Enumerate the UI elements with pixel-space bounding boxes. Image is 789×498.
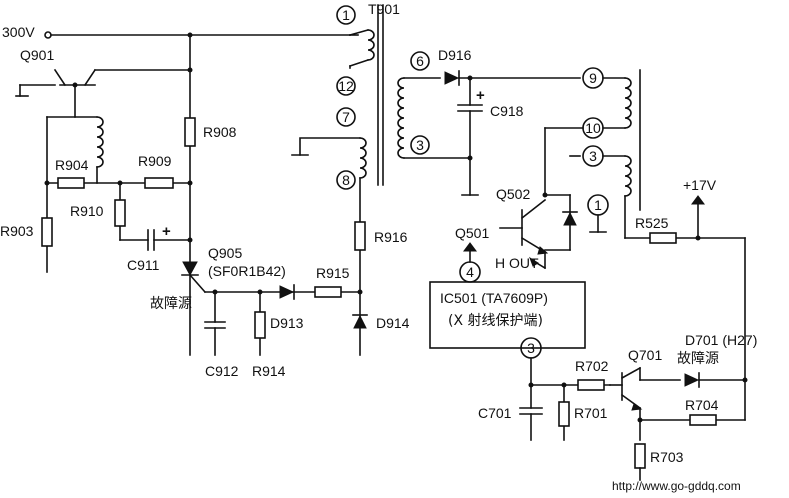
ic501-block [429,281,586,349]
diode-d916 [444,71,460,85]
q901-base-coil [96,116,104,168]
svg-text:Q501: Q501 [455,225,489,241]
resistor-r910 [114,199,126,227]
svg-text:6: 6 [416,53,424,69]
resistor-r704 [689,414,717,426]
svg-text:D914: D914 [376,315,410,331]
svg-text:3: 3 [589,148,597,164]
resistor-r914 [254,311,266,339]
resistor-r525 [649,232,677,244]
label-q901: Q901 [20,47,54,63]
resistor-r909 [144,177,174,189]
t901-right-coil-bottom [624,155,632,197]
svg-text:R904: R904 [55,157,89,173]
svg-text:1: 1 [342,7,350,23]
svg-text:10: 10 [585,120,601,136]
svg-text:D913: D913 [270,315,304,331]
svg-text:C911: C911 [127,257,160,273]
svg-text:C918: C918 [490,103,524,119]
terminal-300v [44,31,52,39]
resistor-r915 [314,286,342,298]
ic501-name: IC501 (TA7609P) [440,290,548,306]
svg-text:C912: C912 [205,363,239,379]
svg-text:+: + [162,223,171,240]
svg-text:R916: R916 [374,229,408,245]
svg-text:4: 4 [466,264,474,280]
diode-d914 [353,314,367,329]
label-t901: T901 [368,1,400,17]
svg-text:R915: R915 [316,265,350,281]
svg-text:+: + [476,87,485,104]
svg-text:Q701: Q701 [628,347,662,363]
svg-text:7: 7 [342,109,350,125]
t901-primary-coil [367,29,375,61]
svg-text:H OUT: H OUT [495,255,539,271]
svg-text:8: 8 [342,172,350,188]
svg-text:R908: R908 [203,124,237,140]
resistor-r903 [41,217,53,247]
t901-pin-12 [336,76,356,96]
t901-pin-7 [336,107,356,127]
diode-d913 [279,285,295,299]
label-300v: 300V [2,24,35,40]
t901-pin-8 [336,170,356,190]
svg-text:R701: R701 [574,405,608,421]
resistor-r703 [634,443,646,469]
svg-text:R914: R914 [252,363,286,379]
diode-d701 [684,373,700,387]
svg-text:Q905: Q905 [208,245,242,261]
resistor-r702 [577,379,605,391]
t901-pin-1 [336,5,356,25]
svg-text:R704: R704 [685,397,719,413]
t901-secondary-coil [397,77,405,159]
watermark-url: http://www.go-gddq.com [612,479,741,493]
svg-text:R910: R910 [70,203,104,219]
label-17v: +17V [683,177,717,193]
fault-source-2: 故障源 [677,351,719,367]
svg-text:R909: R909 [138,153,172,169]
scr-q905 [182,261,198,277]
fault-source-1: 故障源 [150,296,192,312]
resistor-r904 [57,177,85,189]
svg-text:9: 9 [589,70,597,86]
svg-text:Q502: Q502 [496,186,530,202]
t901-right-coil-top [624,77,632,129]
svg-text:R903: R903 [0,223,34,239]
svg-text:R703: R703 [650,449,684,465]
resistor-r908 [184,117,196,147]
t901-feedback-coil [359,137,367,179]
t901-pin-6 [410,51,430,71]
ic501-desc: (X 射线保护端) [448,313,543,329]
svg-text:D916: D916 [438,47,472,63]
svg-text:(SF0R1B42): (SF0R1B42) [208,263,286,279]
svg-text:3: 3 [527,340,535,356]
resistor-r701 [558,401,570,427]
svg-text:12: 12 [338,78,354,94]
svg-text:3: 3 [416,137,424,153]
resistor-r916 [354,221,366,251]
svg-text:R702: R702 [575,358,609,374]
svg-text:R525: R525 [635,215,669,231]
t901-pin-3a [410,135,430,155]
svg-text:1: 1 [594,197,602,213]
svg-text:C701: C701 [478,405,512,421]
svg-text:D701 (H27): D701 (H27) [685,332,757,348]
